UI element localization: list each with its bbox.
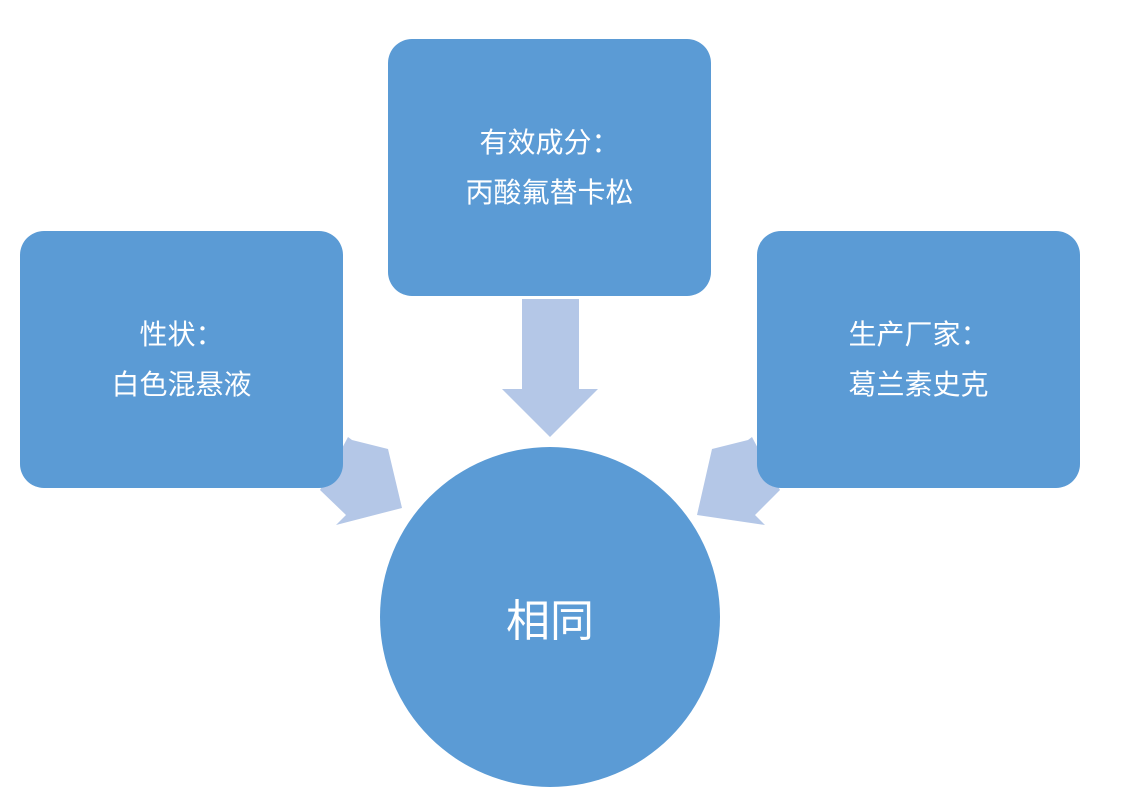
node-active-ingredient-heading: 有效成分： bbox=[479, 125, 620, 159]
node-active-ingredient: 有效成分： 丙酸氟替卡松 bbox=[388, 39, 711, 296]
node-manufacturer-heading: 生产厂家： bbox=[848, 317, 989, 351]
node-appearance-value: 白色混悬液 bbox=[111, 367, 252, 401]
center-node-label: 相同 bbox=[506, 596, 594, 647]
node-appearance-heading: 性状： bbox=[139, 317, 224, 351]
node-manufacturer: 生产厂家： 葛兰素史克 bbox=[757, 231, 1080, 488]
arrow-top-to-center bbox=[502, 299, 598, 437]
node-manufacturer-value: 葛兰素史克 bbox=[848, 367, 989, 401]
node-appearance: 性状： 白色混悬液 bbox=[20, 231, 343, 488]
center-node: 相同 bbox=[380, 447, 720, 787]
node-active-ingredient-value: 丙酸氟替卡松 bbox=[465, 175, 634, 209]
